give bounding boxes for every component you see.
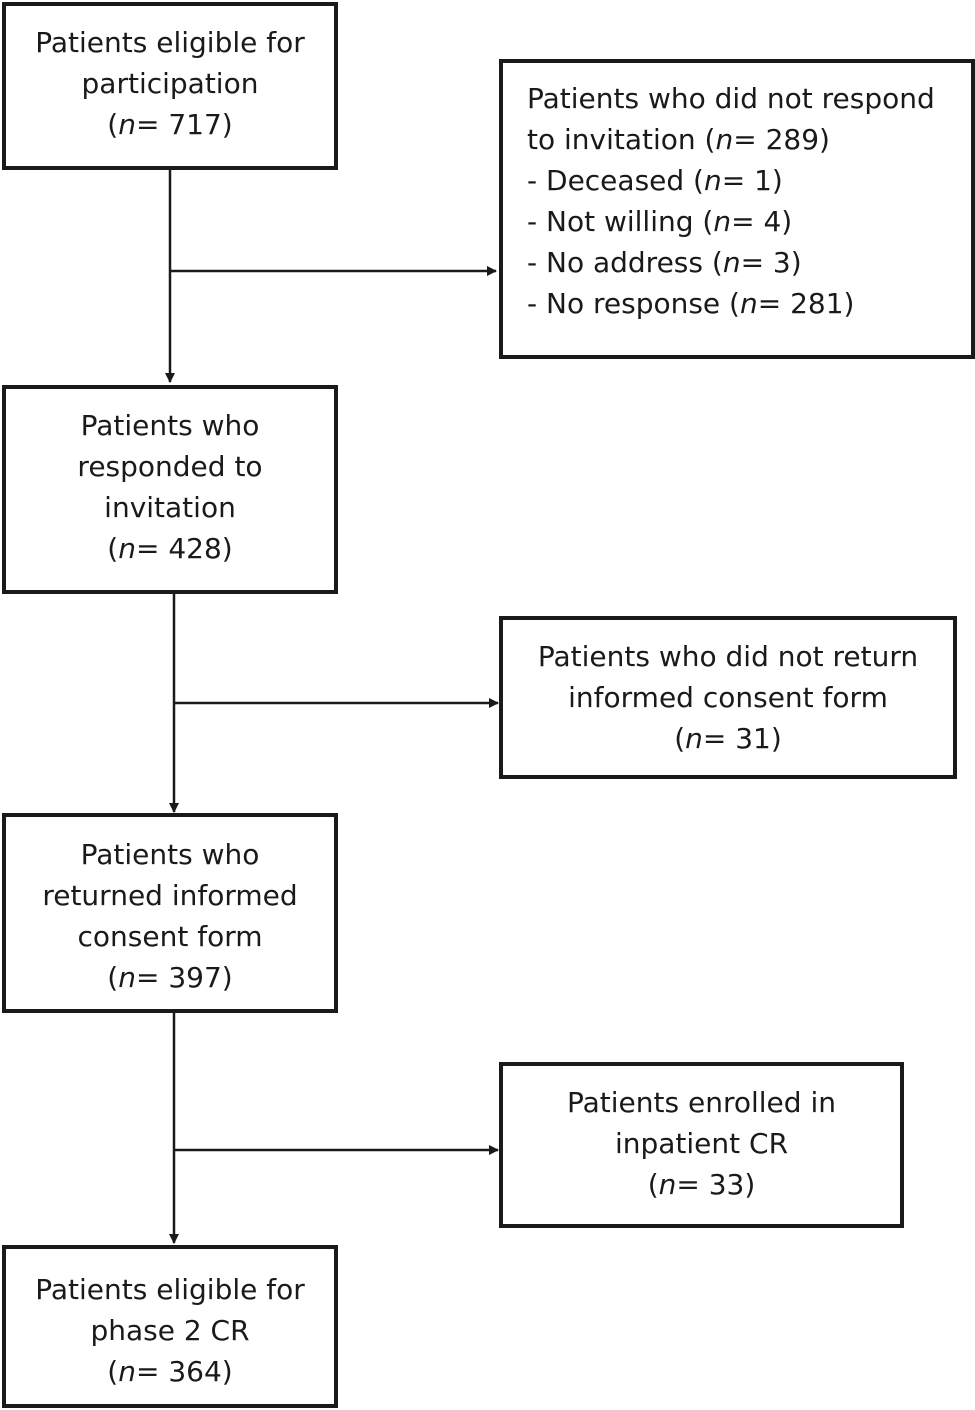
box-responded: Patients who responded to invitation (n=…	[2, 385, 338, 594]
box-phase2-title-2: phase 2 CR	[90, 1314, 250, 1347]
box-returned-consent: Patients who returned informed consent f…	[2, 813, 338, 1013]
box-responded-count: (n= 428)	[107, 532, 233, 565]
box-not-return-count: (n= 31)	[674, 722, 782, 755]
box-not-respond-title-1: Patients who did not respond	[527, 82, 935, 115]
box-eligible-phase2: Patients eligible for phase 2 CR (n= 364…	[2, 1245, 338, 1408]
box-returned-title-2: returned informed	[42, 879, 298, 912]
box-not-return-title-1: Patients who did not return	[537, 640, 919, 673]
box-eligible-participation: Patients eligible for participation (n= …	[2, 2, 338, 170]
box-returned-title-3: consent form	[77, 920, 263, 953]
reason-deceased: - Deceased (n= 1)	[527, 164, 783, 197]
reason-no-address: - No address (n= 3)	[527, 246, 802, 279]
box-inpatient-count: (n= 33)	[647, 1168, 756, 1201]
box-phase2-title-1: Patients eligible for	[35, 1273, 305, 1306]
box-phase2-count: (n= 364)	[107, 1355, 233, 1388]
box-eligible-title-2: participation	[81, 67, 259, 100]
box-responded-title-3: invitation	[104, 491, 236, 524]
box-not-respond: Patients who did not respond to invitati…	[499, 59, 975, 359]
box-inpatient-title-2: inpatient CR	[614, 1127, 789, 1160]
box-inpatient-cr: Patients enrolled in inpatient CR (n= 33…	[499, 1062, 904, 1228]
box-inpatient-title-1: Patients enrolled in	[567, 1086, 836, 1119]
box-not-respond-title-2: to invitation (n= 289)	[527, 123, 830, 156]
box-not-return-title-2: informed consent form	[568, 681, 888, 714]
box-responded-title-2: responded to	[77, 450, 263, 483]
box-eligible-title-1: Patients eligible for	[35, 26, 305, 59]
reason-not-willing: - Not willing (n= 4)	[527, 205, 793, 238]
box-responded-title-1: Patients who	[80, 409, 260, 442]
box-returned-title-1: Patients who	[80, 838, 260, 871]
box-returned-count: (n= 397)	[107, 961, 233, 994]
reason-no-response: - No response (n= 281)	[527, 287, 855, 320]
box-eligible-count: (n= 717)	[107, 108, 233, 141]
box-not-return-consent: Patients who did not return informed con…	[499, 616, 957, 779]
